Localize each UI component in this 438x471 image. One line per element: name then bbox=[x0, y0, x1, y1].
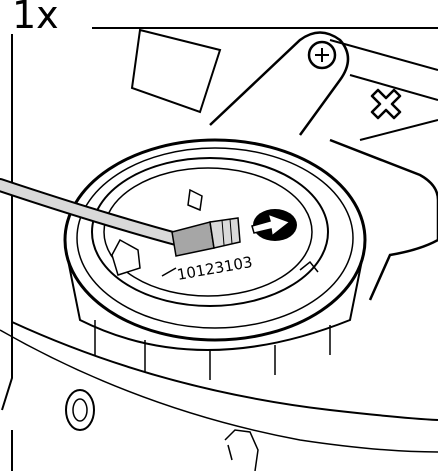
arm-edge bbox=[359, 119, 438, 141]
screw-icon bbox=[307, 40, 337, 70]
bottom-clip bbox=[224, 429, 259, 471]
arm-plate bbox=[329, 39, 438, 101]
x-mark-icon bbox=[370, 88, 402, 120]
cable bbox=[0, 180, 185, 245]
frame-left bbox=[1, 27, 30, 411]
base-plate-edge bbox=[11, 321, 438, 421]
back-panel bbox=[130, 28, 222, 114]
callout-line bbox=[161, 267, 177, 277]
arm-side bbox=[329, 138, 438, 301]
mounting-hole bbox=[65, 389, 95, 431]
insert-arrow-icon bbox=[251, 209, 297, 241]
base-plate-edge-lower bbox=[0, 329, 438, 453]
connector bbox=[171, 217, 241, 257]
quantity-label: 1x bbox=[8, 0, 65, 34]
